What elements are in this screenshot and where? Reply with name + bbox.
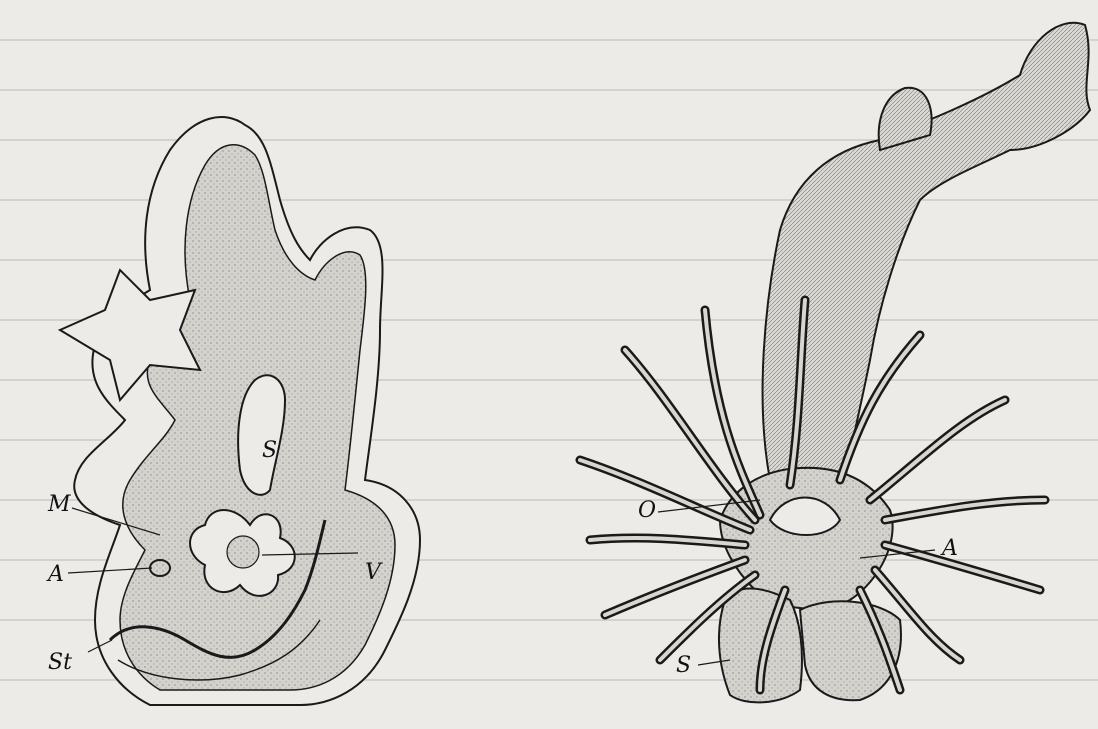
left-label-v: V (365, 562, 381, 584)
right-stalk (763, 23, 1090, 480)
left-label-s: S (262, 440, 277, 462)
right-label-a: A (942, 538, 958, 560)
right-label-s: S (676, 655, 691, 677)
left-bud-a (150, 560, 170, 576)
left-label-m: M (48, 494, 71, 516)
left-label-st: St (48, 652, 72, 674)
left-section-figure (60, 117, 420, 705)
right-label-o: O (638, 500, 656, 522)
left-label-a: A (48, 564, 64, 586)
